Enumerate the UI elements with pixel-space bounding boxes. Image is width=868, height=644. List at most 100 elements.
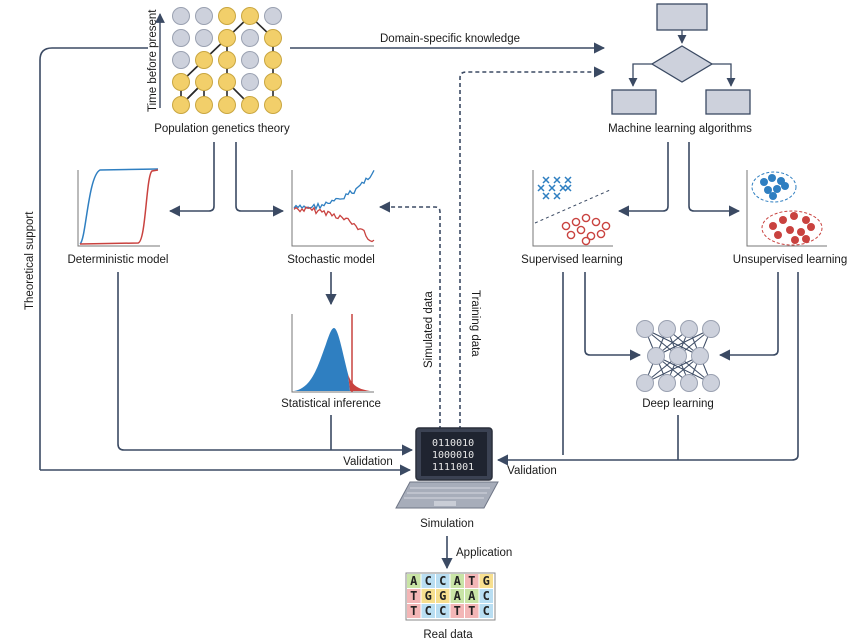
to-stochastic-arrow <box>235 142 285 217</box>
cluster-red-point <box>774 231 782 239</box>
dna-base-letter: C <box>425 604 432 618</box>
genealogy-node <box>218 29 236 47</box>
network-edge <box>655 328 712 357</box>
unsupervised-validation-arrow <box>496 272 799 466</box>
network-neuron <box>658 374 676 392</box>
stochastic-model-plot <box>291 169 375 247</box>
genealogy-node <box>195 29 213 47</box>
stochastic-model-label: Stochastic model <box>287 254 375 266</box>
dna-base-cell <box>465 604 479 618</box>
deep-learning-label: Deep learning <box>642 398 714 410</box>
class-cross-point <box>553 192 561 200</box>
genealogy-node <box>195 73 213 91</box>
ml-flowchart-icon <box>611 3 751 115</box>
dna-base-letter: G <box>425 589 432 603</box>
genealogy-node <box>172 73 190 91</box>
class-circle-point <box>561 221 571 231</box>
machine-learning-algorithms-label: Machine learning algorithms <box>608 123 752 135</box>
dna-base-cell <box>436 574 450 588</box>
genealogy-node <box>218 73 236 91</box>
network-neuron <box>636 320 654 338</box>
population-genetics-theory-label: Population genetics theory <box>154 123 290 135</box>
class-cross-point <box>564 184 572 192</box>
cluster-red-point <box>790 212 798 220</box>
genealogy-nodes <box>172 7 282 114</box>
dna-base-letter: G <box>483 574 490 588</box>
genealogy-node <box>172 96 190 114</box>
class-circle-point <box>591 217 601 227</box>
genealogy-node <box>195 7 213 25</box>
dna-base-cell <box>479 574 493 588</box>
dna-base-cell <box>465 589 479 603</box>
genealogy-node <box>195 51 213 69</box>
statistical-inference-label: Statistical inference <box>281 398 381 410</box>
genealogy-node <box>241 7 259 25</box>
class-cross-point <box>564 176 572 184</box>
dna-base-cell <box>436 589 450 603</box>
dna-base-cell <box>407 589 421 603</box>
screen-code-line-2: 1000010 <box>432 450 474 461</box>
class-cross-point <box>548 184 556 192</box>
laptop-icon: 0110010 1000010 1111001 <box>395 427 499 509</box>
network-neuron <box>691 347 709 365</box>
dna-base-cell <box>421 589 435 603</box>
network-edge <box>644 355 701 384</box>
unsupervised-learning-label: Unsupervised learning <box>733 254 847 266</box>
dna-base-letter: T <box>410 604 417 618</box>
training-data-arrow <box>459 66 606 430</box>
supervised-learning-plot <box>532 170 613 247</box>
genealogy-node <box>172 29 190 47</box>
simulation-label: Simulation <box>420 518 474 530</box>
cluster-blue-point <box>764 186 772 194</box>
to-deterministic-arrow <box>168 142 215 217</box>
stochastic-trajectory-blue <box>293 169 375 211</box>
dna-base-letter: C <box>483 589 490 603</box>
genealogy-node <box>264 7 282 25</box>
dna-base-letter: C <box>439 574 446 588</box>
dna-base-letter: A <box>454 574 462 588</box>
class-cross-point <box>553 176 561 184</box>
simulated-data-label: Simulated data <box>423 291 435 368</box>
network-neuron <box>702 320 720 338</box>
cluster-red-point <box>769 222 777 230</box>
cluster-red-point <box>779 216 787 224</box>
population-genetics-grid <box>172 7 282 114</box>
cluster-red-point <box>791 236 799 244</box>
application-label: Application <box>456 547 512 559</box>
cluster-red-point <box>786 226 794 234</box>
to-unsupervised-arrow <box>688 142 741 217</box>
class-circle-point <box>566 230 576 240</box>
screen-code-line-1: 0110010 <box>432 438 474 449</box>
dna-base-cell <box>450 589 464 603</box>
class-cross-point <box>542 176 550 184</box>
training-data-label: Training data <box>469 290 481 357</box>
stochastic-trajectory-red <box>293 206 375 243</box>
deterministic-model-label: Deterministic model <box>68 254 169 266</box>
genealogy-node <box>172 7 190 25</box>
dna-base-cell <box>421 574 435 588</box>
genealogy-node <box>264 51 282 69</box>
simulated-data-arrow <box>378 201 441 430</box>
network-neuron <box>669 347 687 365</box>
deterministic-model-plot <box>77 168 160 247</box>
cluster-red-point <box>797 228 805 236</box>
cluster-red-point <box>802 216 810 224</box>
class-cross-point <box>542 192 550 200</box>
genealogy-node <box>172 51 190 69</box>
genealogy-node <box>241 29 259 47</box>
validation-right-label: Validation <box>507 465 557 477</box>
class-circle-point <box>601 221 611 231</box>
class-circle-point <box>576 225 586 235</box>
network-neuron <box>658 320 676 338</box>
genealogy-node <box>264 73 282 91</box>
class-circle-point <box>596 229 606 239</box>
cluster-blue-point <box>769 192 777 200</box>
dna-base-letter: T <box>468 604 475 618</box>
dna-base-letter: C <box>483 604 490 618</box>
supervised-learning-label: Supervised learning <box>521 254 623 266</box>
network-neuron <box>702 374 720 392</box>
dna-base-letter: A <box>454 589 462 603</box>
cluster-blue-point <box>768 174 776 182</box>
